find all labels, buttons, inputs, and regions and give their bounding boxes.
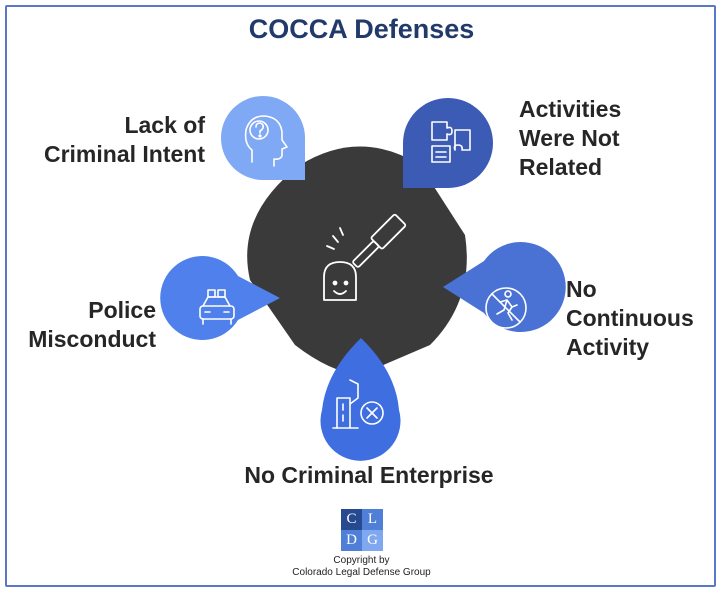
label-activities-not-related: Activities Were Not Related [519, 95, 621, 182]
page-title: COCCA Defenses [248, 14, 475, 44]
label-line: Activities [519, 96, 622, 122]
label-line: Criminal Intent [43, 141, 205, 167]
label-line: No Criminal Enterprise [244, 462, 494, 488]
label-line: Activity [566, 334, 650, 360]
label-no-criminal-enterprise: No Criminal Enterprise [0, 461, 723, 490]
police-car-icon [199, 289, 235, 325]
logo-letter-c: C [341, 509, 362, 530]
label-line: No [566, 276, 597, 302]
center-pentagon [247, 146, 467, 375]
label-line: Were Not [519, 125, 620, 151]
cldg-logo: C L D G [341, 509, 383, 551]
copyright-line-2: Colorado Legal Defense Group [292, 567, 431, 578]
copyright-line-1: Copyright by [333, 555, 390, 566]
label-line: Lack of [124, 112, 205, 138]
logo-letter-g: G [362, 530, 383, 551]
drop-activities-not-related [403, 98, 493, 188]
label-line: Continuous [566, 305, 694, 331]
drop-no-criminal-enterprise [320, 338, 401, 461]
label-lack-of-criminal-intent: Lack of Criminal Intent [44, 111, 205, 169]
label-police-misconduct: Police Misconduct [28, 296, 156, 354]
question-head-icon [244, 115, 288, 167]
drop-no-continuous-activity [443, 242, 566, 333]
drop-police-misconduct [160, 256, 280, 341]
building-x-icon [332, 379, 384, 429]
label-no-continuous-activity: No Continuous Activity [566, 275, 694, 362]
gavel-ghost-icon [323, 213, 407, 301]
border-frame [5, 5, 716, 587]
logo-letter-d: D [341, 530, 362, 551]
puzzle-pieces-icon [431, 121, 471, 163]
label-line: Related [519, 154, 603, 180]
no-running-icon [485, 287, 527, 329]
logo-letter-l: L [362, 509, 383, 530]
label-line: Misconduct [28, 326, 156, 352]
label-line: Police [88, 297, 156, 323]
